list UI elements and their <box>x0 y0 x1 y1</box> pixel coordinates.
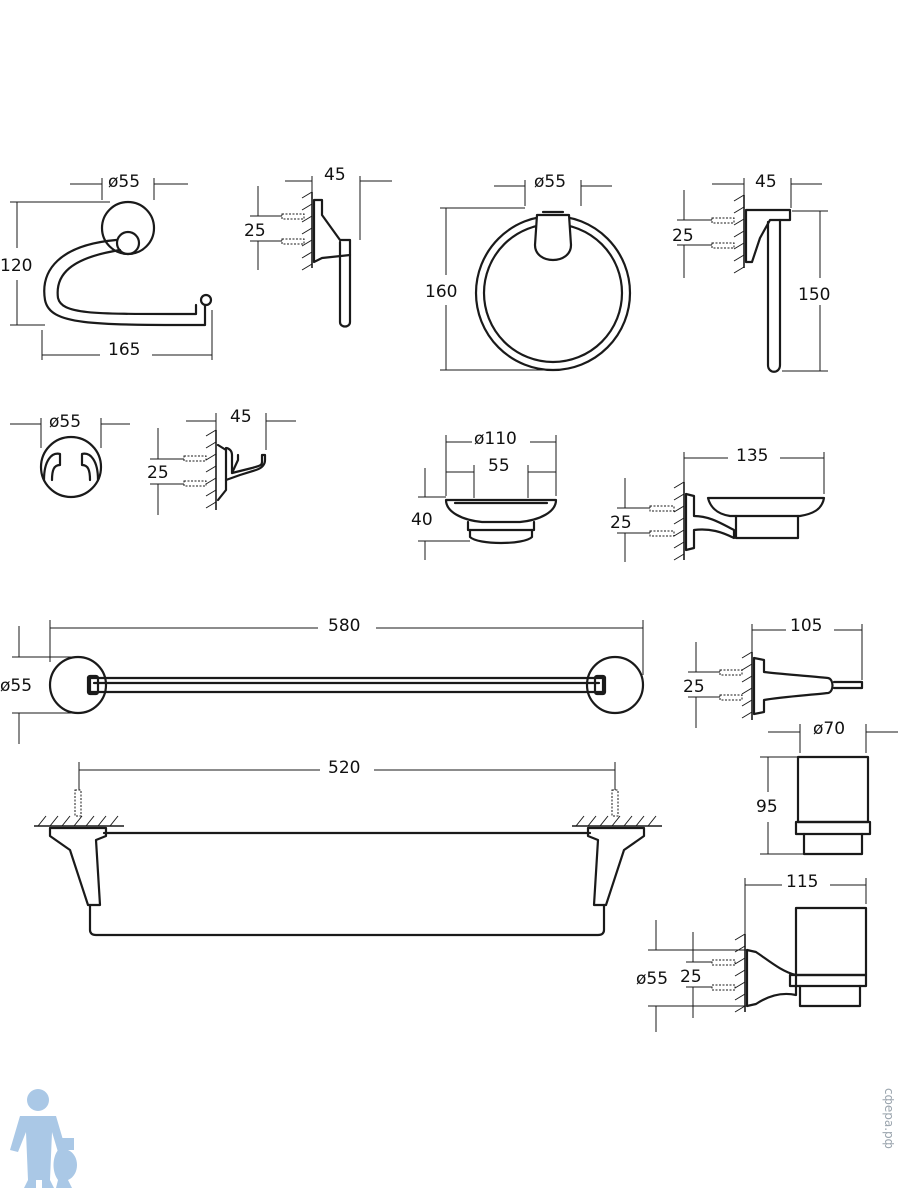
soap-dish-side-view: 135 25 <box>610 446 826 562</box>
tumbler-depth-label: 115 <box>786 872 818 892</box>
paper-holder-front-view: ø55 120 165 <box>0 172 213 360</box>
paper-holder-depth-label: 45 <box>324 165 346 185</box>
tumbler-height-label: 95 <box>756 797 778 817</box>
towel-bar-depth-label: 105 <box>790 616 822 636</box>
paper-holder-height-label: 120 <box>0 256 32 276</box>
soap-dish-spacing-label: 25 <box>610 513 632 533</box>
towel-ring-front-view: ø55 160 <box>425 172 632 372</box>
towel-ring-spacing-label: 25 <box>672 226 694 246</box>
tumbler-dia-label: ø70 <box>813 719 845 739</box>
towel-bar-front-view: 580 ø55 <box>0 616 645 744</box>
shelf-length-label: 520 <box>328 758 360 778</box>
soap-dish-outer-dia-label: ø110 <box>474 429 517 449</box>
watermark-text: сфера.рф <box>882 1088 896 1149</box>
towel-ring-height-label: 160 <box>425 282 457 302</box>
soap-dish-height-label: 40 <box>411 510 433 530</box>
paper-holder-spacing-label: 25 <box>244 221 266 241</box>
towel-ring-depth-label: 45 <box>755 172 777 192</box>
robe-hook-side-view: 45 25 <box>147 407 296 515</box>
paper-holder-side-view: 45 25 <box>244 165 392 328</box>
towel-bar-dia-label: ø55 <box>0 676 32 696</box>
tumbler-front-view: ø70 95 <box>756 719 898 856</box>
soap-dish-inner-dia-label: 55 <box>488 456 510 476</box>
soap-dish-depth-label: 135 <box>736 446 768 466</box>
tumbler-spacing-label: 25 <box>680 967 702 987</box>
robe-hook-dia-label: ø55 <box>49 412 81 432</box>
tumbler-base-dia-label: ø55 <box>636 969 668 989</box>
glass-shelf-front-view: 520 <box>34 758 662 937</box>
soap-dish-front-view: ø110 55 40 <box>411 429 558 560</box>
towel-bar-side-view: 105 25 <box>683 616 864 728</box>
tumbler-holder-side-view: 115 25 ø55 <box>636 872 868 1032</box>
towel-ring-side-view: 45 25 150 <box>672 172 830 373</box>
robe-hook-spacing-label: 25 <box>147 463 169 483</box>
towel-bar-spacing-label: 25 <box>683 677 705 697</box>
robe-hook-front-view: ø55 <box>10 412 130 499</box>
towel-bar-length-label: 580 <box>328 616 360 636</box>
towel-ring-dia-label: ø55 <box>534 172 566 192</box>
paper-holder-width-label: 165 <box>108 340 140 360</box>
towel-ring-side-height-label: 150 <box>798 285 830 305</box>
robe-hook-depth-label: 45 <box>230 407 252 427</box>
plumber-mascot-logo <box>10 1089 77 1188</box>
paper-holder-dia-label: ø55 <box>108 172 140 192</box>
